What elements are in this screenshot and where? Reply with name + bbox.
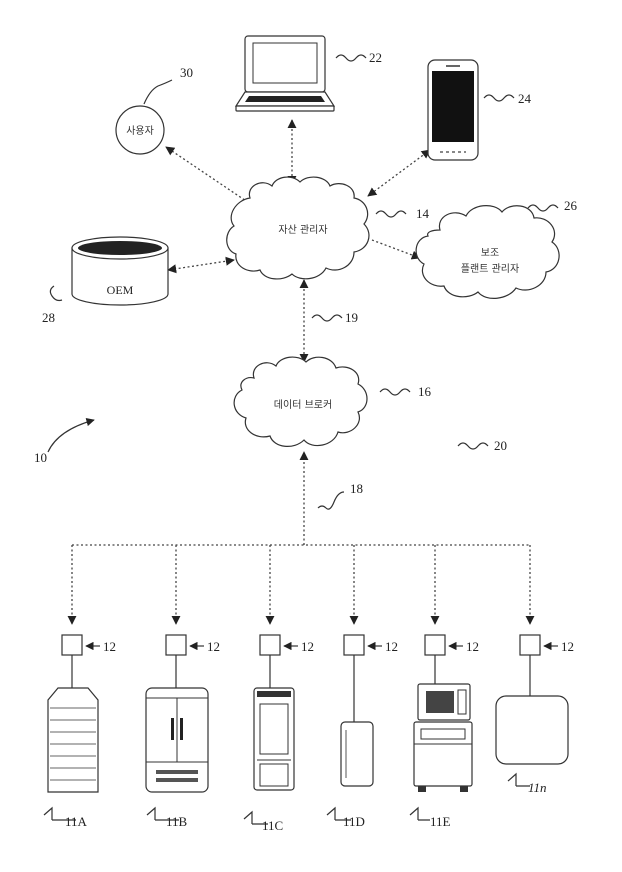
bus-leader (318, 492, 344, 509)
gateway-ref: 12 (103, 639, 116, 654)
asset-manager-label: 자산 관리자 (278, 224, 327, 236)
gateway-ref: 12 (207, 639, 220, 654)
link-19-ref: 19 (345, 310, 358, 325)
asset-manager-ref: 14 (416, 206, 430, 221)
appliance-ref: 11A (65, 814, 88, 829)
gateway: 12 (62, 635, 116, 688)
stacked-oven-icon (414, 684, 472, 792)
laptop-ref: 22 (369, 50, 382, 65)
network-leader (458, 443, 488, 449)
data-broker-ref: 16 (418, 384, 432, 399)
aux-plant-manager-ref: 26 (564, 198, 578, 213)
appliance-leader (410, 808, 430, 820)
user-ref: 30 (180, 65, 193, 80)
gateway-ref: 12 (301, 639, 314, 654)
refrigerator-icon (146, 688, 208, 792)
aux-plant-manager-label-2: 플랜트 관리자 (461, 263, 519, 275)
aux-plant-manager-label-1: 보조 (481, 247, 499, 259)
phone-ref: 24 (518, 91, 532, 106)
appliance-leader (508, 774, 530, 786)
phone-leader (484, 95, 514, 101)
link-19-leader (312, 315, 342, 321)
smartphone-icon (428, 60, 478, 160)
appliance-ref: 11B (166, 814, 188, 829)
gateway: 12 (344, 635, 398, 722)
gateway: 12 (520, 635, 574, 696)
oem-ref: 28 (42, 310, 55, 325)
appliance-ref: 11D (343, 814, 365, 829)
laptop-icon (236, 36, 334, 111)
user-leader (144, 80, 172, 104)
appliance-ref: 11E (430, 814, 451, 829)
system-leader (48, 420, 94, 452)
appliance-ref: 11n (528, 780, 547, 795)
gateway-ref: 12 (561, 639, 574, 654)
appliance-ref: 11C (262, 818, 283, 833)
data-broker-leader (380, 389, 410, 395)
user-label: 사용자 (126, 125, 154, 137)
water-heater-icon (48, 688, 98, 792)
network-ref: 20 (494, 438, 507, 453)
gateway: 12 (425, 635, 479, 684)
gateway-ref: 12 (466, 639, 479, 654)
data-broker-label: 데이터 브로커 (274, 399, 332, 411)
system-ref: 10 (34, 450, 47, 465)
laptop-leader (336, 55, 366, 61)
generic-appliance-icon (496, 696, 568, 764)
gateway-ref: 12 (385, 639, 398, 654)
asset-manager-leader (376, 211, 406, 217)
oem-label: OEM (107, 283, 134, 297)
oem-leader (50, 286, 62, 301)
aux-plant-manager-leader (528, 205, 558, 211)
gateway: 12 (260, 635, 314, 688)
bus-ref: 18 (350, 481, 363, 496)
portable-cooler-icon (341, 722, 373, 786)
upright-freezer-icon (254, 688, 294, 790)
gateway: 12 (166, 635, 220, 688)
